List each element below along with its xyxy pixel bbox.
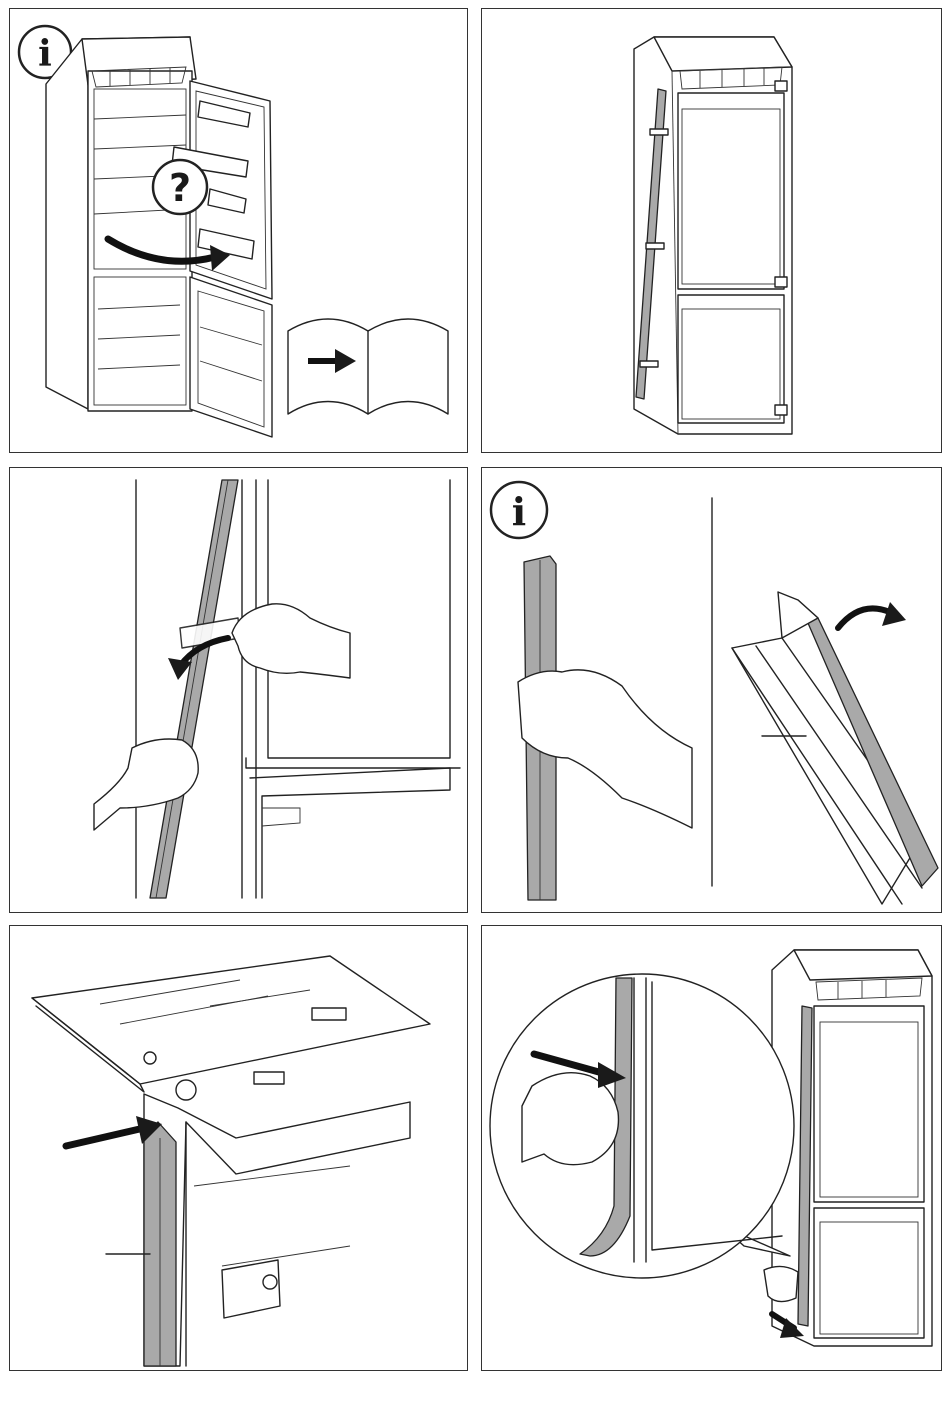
fridge-open-illustration [46,37,272,437]
panel-step-4: i [481,467,942,913]
fridge-seal-press-illustration [490,950,932,1346]
question-symbol: ? [169,166,191,210]
info-icon: i [491,482,547,538]
info-symbol: i [38,33,52,75]
info-symbol: i [512,489,526,534]
manual-book-icon [288,319,448,414]
fridge-closed-illustration [634,37,792,434]
question-icon: ? [153,160,207,214]
panel-step-5 [9,925,468,1371]
panel-step-2 [481,8,942,453]
panel-step-6 [481,925,942,1371]
panel-step-3 [9,467,468,913]
seal-removal-illustration [94,480,460,898]
panel-step-1: i [9,8,468,453]
corner-detail-illustration [32,956,430,1366]
seal-hold-illustration [518,498,938,904]
